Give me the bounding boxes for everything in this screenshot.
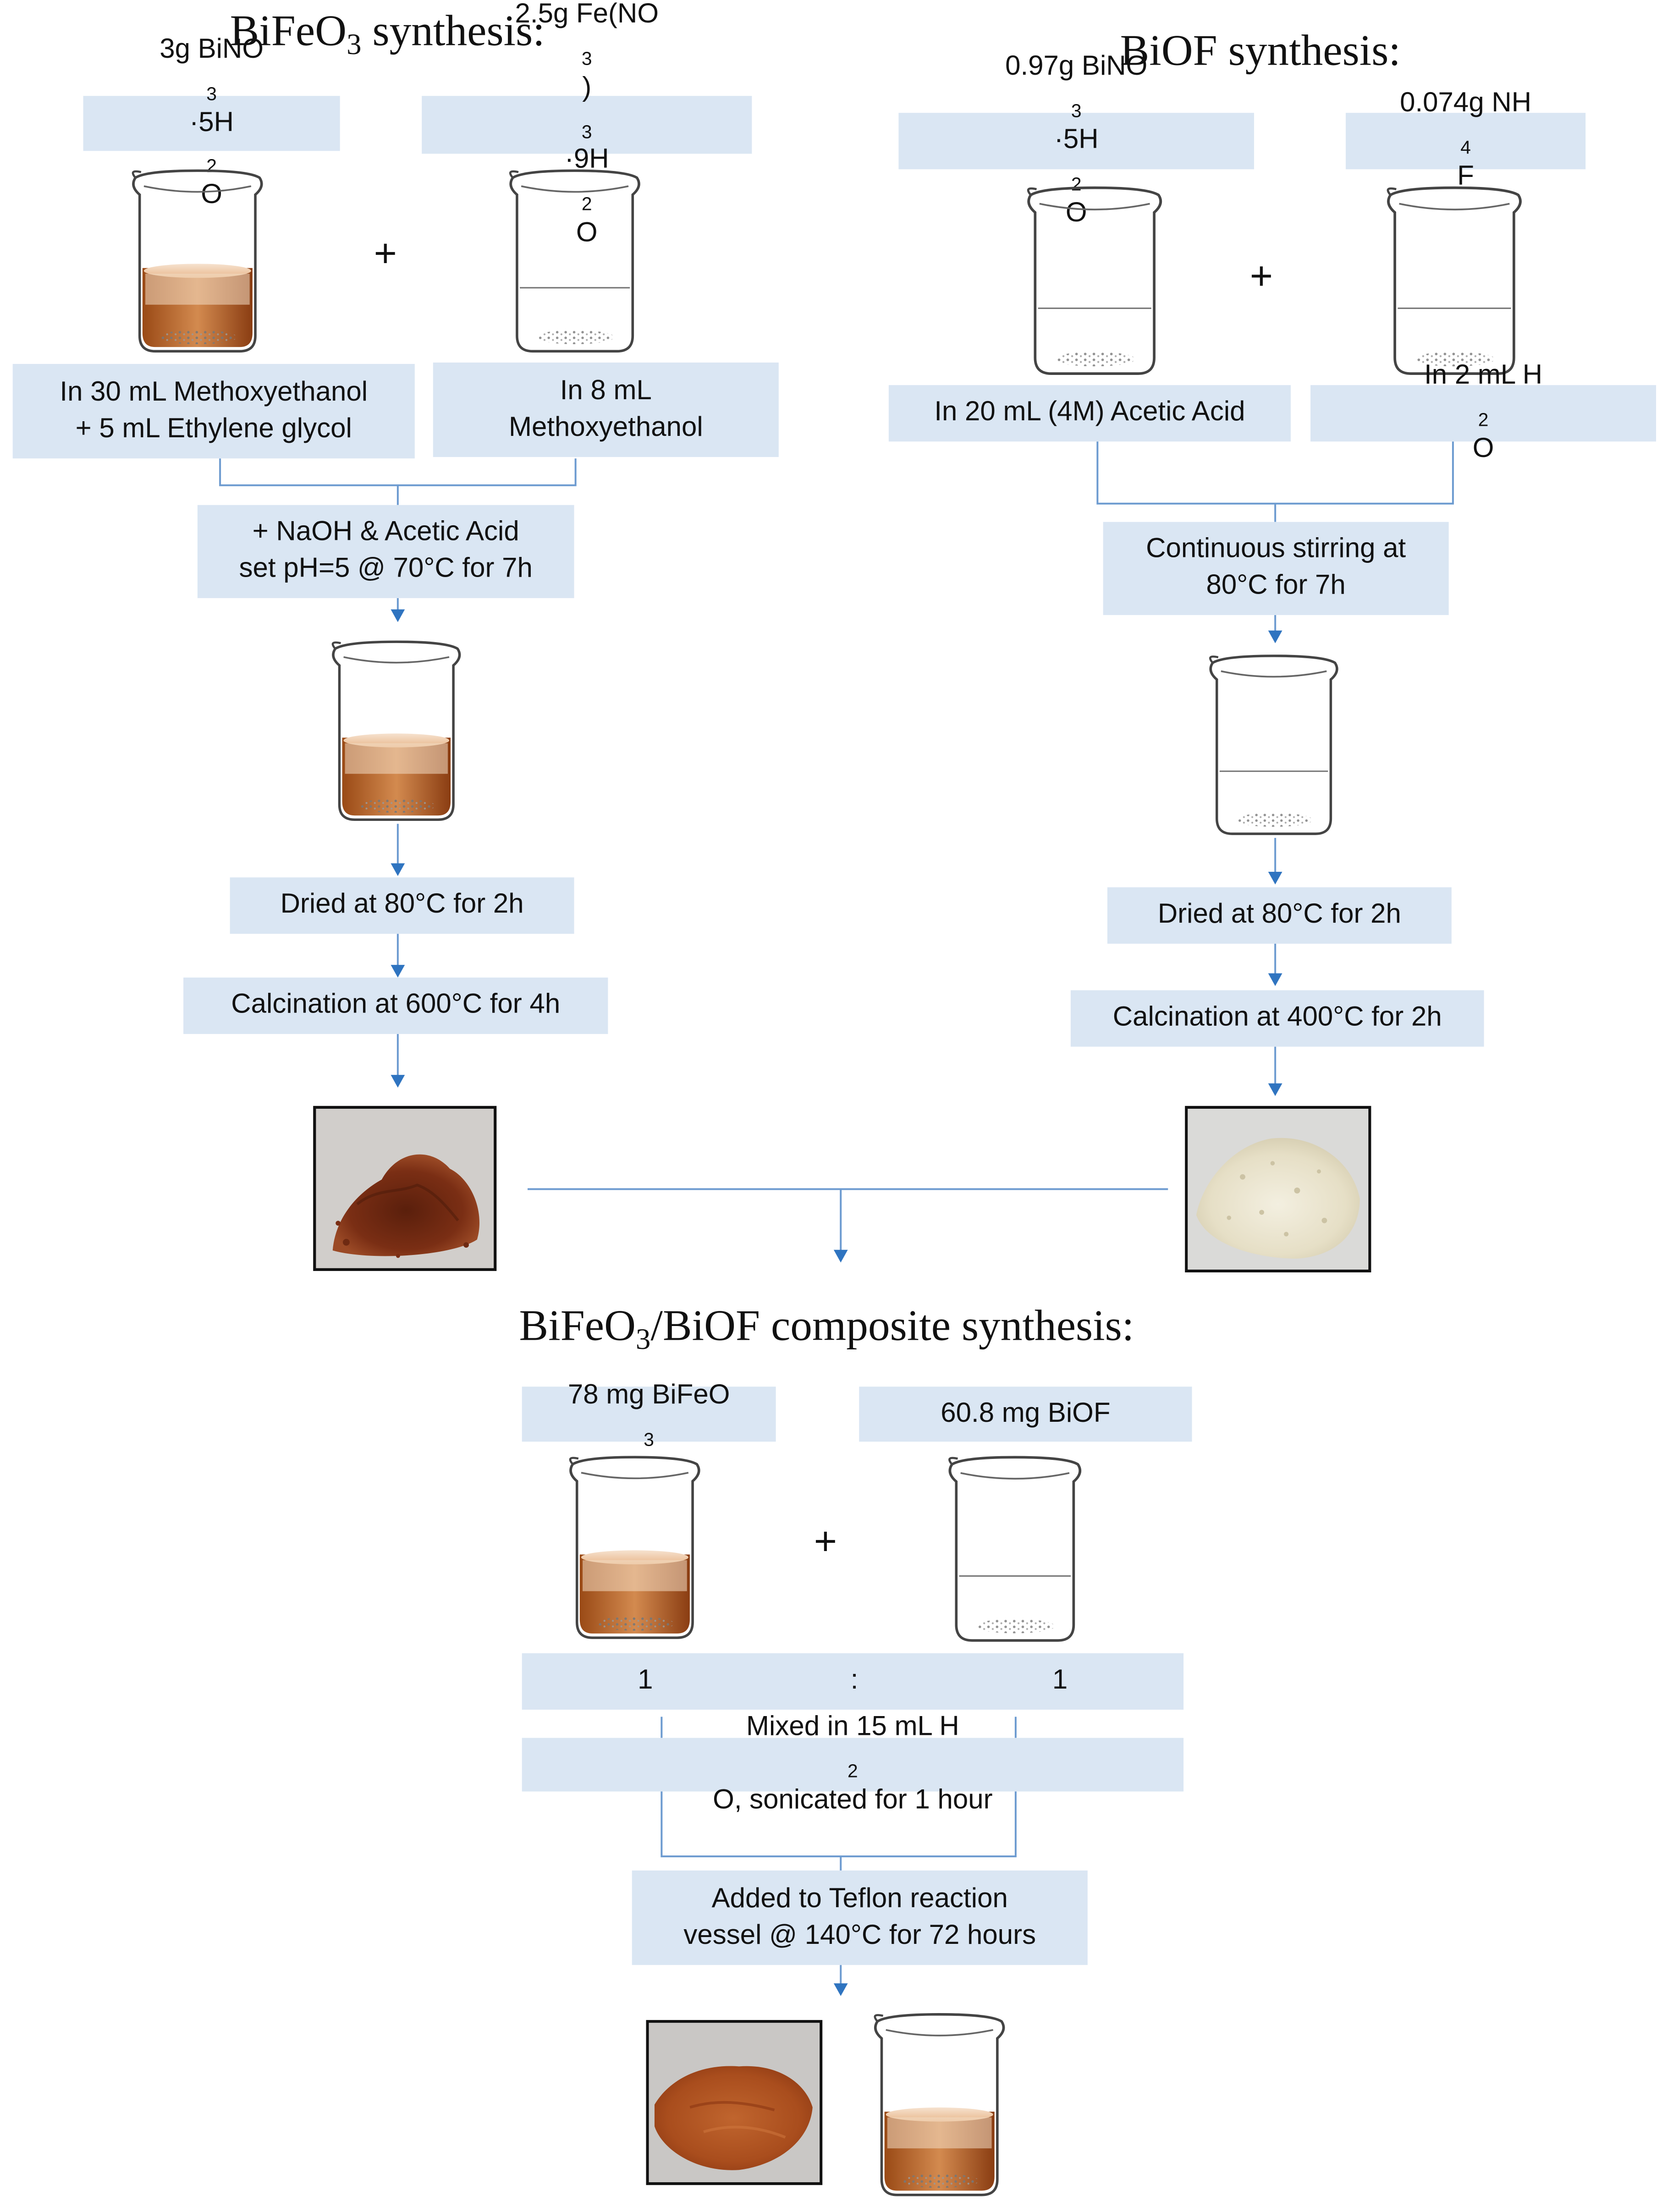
bifeo3-beaker-clear [509, 169, 640, 353]
bifeo3-beaker-reaction [331, 640, 461, 821]
composite-beaker-product [874, 2013, 1005, 2196]
bifeo3-step-calcination: Calcination at 600°C for 4h [183, 977, 608, 1034]
composite-beaker-biof [948, 1456, 1082, 1642]
biof-step-dried: Dried at 80°C for 2h [1107, 887, 1452, 944]
composite-synthesis-title: BiFeO3/BiOF composite synthesis: [519, 1300, 1134, 1356]
biof-beaker-reaction [1209, 655, 1338, 835]
biof-powder-photo [1185, 1106, 1371, 1272]
bifeo3-powder-photo [313, 1106, 497, 1271]
ratio-left: 1 [638, 1664, 653, 1696]
bifeo3-solvent-methoxyethanol-glycol: In 30 mL Methoxyethanol+ 5 mL Ethylene g… [12, 364, 415, 459]
biof-solvent-acetic-acid: In 20 mL (4M) Acetic Acid [888, 385, 1291, 442]
biof-synthesis-title: BiOF synthesis: [1120, 25, 1401, 75]
bifeo3-step-dried: Dried at 80°C for 2h [230, 877, 574, 934]
plus-sign: + [1249, 253, 1273, 298]
bifeo3-beaker-brown [132, 169, 263, 353]
biof-beaker-fluoride [1387, 186, 1522, 375]
composite-powder-photo [646, 2020, 823, 2185]
plus-sign: + [374, 231, 397, 275]
composite-reagent-biof: 60.8 mg BiOF [859, 1387, 1192, 1442]
biof-beaker-bismuth [1027, 186, 1162, 375]
biof-step-calcination: Calcination at 400°C for 2h [1070, 990, 1484, 1047]
ratio-right: 1 [1052, 1664, 1068, 1696]
ratio-separator: : [850, 1664, 859, 1696]
bifeo3-synthesis-title: BiFeO3 synthesis: [230, 6, 545, 61]
composite-beaker-bifeo3 [569, 1456, 700, 1639]
plus-sign: + [814, 1519, 837, 1563]
composite-ratio-bar: 1 : 1 [522, 1653, 1184, 1710]
